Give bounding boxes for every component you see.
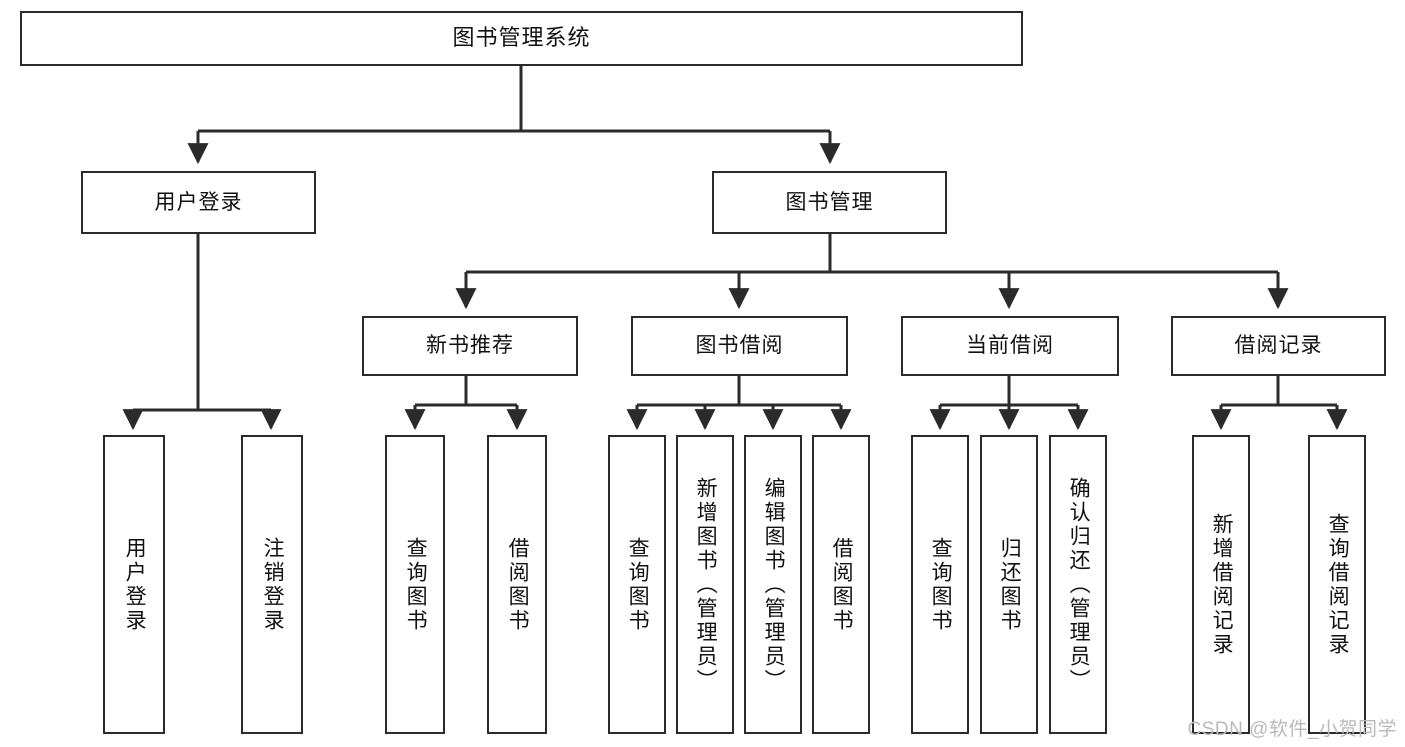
node-login-label: 用户登录 [154,190,243,214]
node-bookmgmt[interactable]: 图书管理 [712,171,947,234]
node-leaf-add-record-label: 新增借阅记录 [1210,512,1234,657]
node-current[interactable]: 当前借阅 [901,316,1119,376]
node-leaf-add-record[interactable]: 新增借阅记录 [1192,435,1250,734]
node-leaf-confirm-return[interactable]: 确认归还（管理员） [1049,435,1107,734]
node-leaf-user-login-label: 用户登录 [123,536,147,633]
node-leaf-query-book-1-label: 查询图书 [404,536,428,633]
node-root[interactable]: 图书管理系统 [20,11,1023,66]
node-leaf-borrow-book-2[interactable]: 借阅图书 [812,435,870,734]
node-leaf-logout[interactable]: 注销登录 [241,435,303,734]
watermark: CSDN @软件_小贺同学 [1187,719,1397,740]
node-leaf-add-book[interactable]: 新增图书（管理员） [676,435,734,734]
node-leaf-query-record-label: 查询借阅记录 [1326,512,1350,657]
node-leaf-user-login[interactable]: 用户登录 [103,435,165,734]
node-newbook[interactable]: 新书推荐 [362,316,578,376]
node-leaf-return-book-label: 归还图书 [998,536,1022,633]
node-newbook-label: 新书推荐 [426,334,514,358]
node-records[interactable]: 借阅记录 [1171,316,1386,376]
node-leaf-query-record[interactable]: 查询借阅记录 [1308,435,1366,734]
node-leaf-edit-book[interactable]: 编辑图书（管理员） [744,435,802,734]
node-leaf-add-book-label: 新增图书（管理员） [694,476,718,693]
node-login[interactable]: 用户登录 [81,171,316,234]
node-leaf-edit-book-label: 编辑图书（管理员） [762,476,786,693]
node-leaf-borrow-book-1[interactable]: 借阅图书 [487,435,547,734]
node-bookmgmt-label: 图书管理 [785,190,874,214]
node-leaf-logout-label: 注销登录 [261,536,285,633]
node-current-label: 当前借阅 [966,334,1054,358]
node-leaf-return-book[interactable]: 归还图书 [980,435,1038,734]
node-leaf-query-book-1[interactable]: 查询图书 [385,435,445,734]
node-borrow[interactable]: 图书借阅 [631,316,848,376]
node-leaf-query-book-2-label: 查询图书 [626,536,650,633]
node-records-label: 借阅记录 [1234,334,1323,358]
node-leaf-query-book-3[interactable]: 查询图书 [911,435,969,734]
node-leaf-borrow-book-1-label: 借阅图书 [506,536,530,633]
node-leaf-query-book-3-label: 查询图书 [929,536,953,633]
node-leaf-confirm-return-label: 确认归还（管理员） [1067,476,1091,693]
node-borrow-label: 图书借阅 [695,334,784,358]
node-leaf-query-book-2[interactable]: 查询图书 [608,435,666,734]
node-root-label: 图书管理系统 [452,25,591,51]
node-leaf-borrow-book-2-label: 借阅图书 [830,536,854,633]
